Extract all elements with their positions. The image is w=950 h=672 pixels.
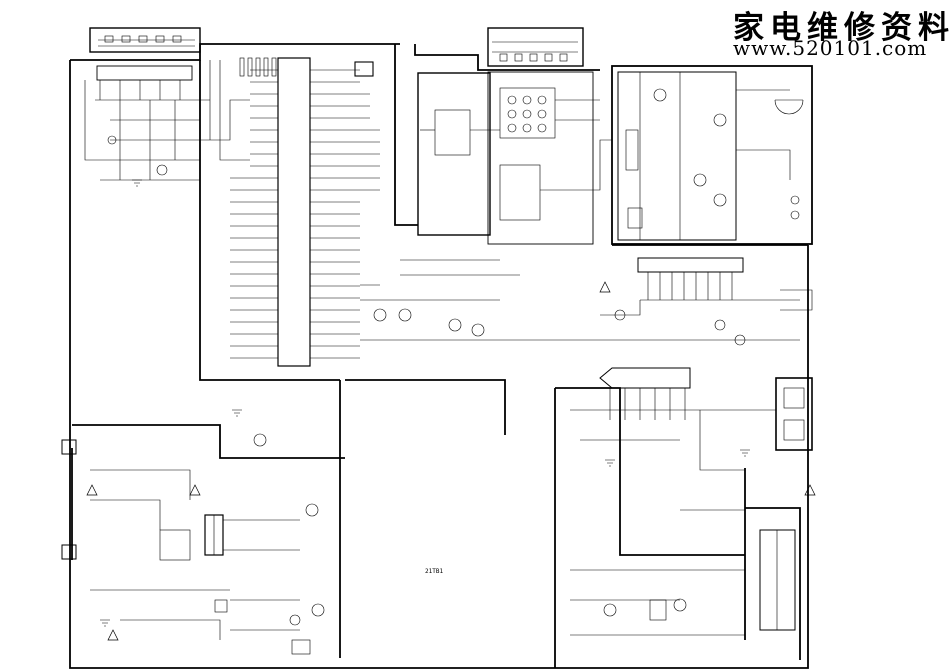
crt-board xyxy=(625,72,804,240)
main-ic xyxy=(230,57,380,367)
watermark-url: www.520101.com xyxy=(733,36,928,60)
connector-strip-right xyxy=(492,41,578,62)
av-switch-block xyxy=(420,87,612,221)
watermark-site-name: 家电维修资料网 xyxy=(733,10,950,46)
power-supply xyxy=(61,433,325,655)
connector-strip-left xyxy=(98,35,195,47)
resistor-bank xyxy=(239,57,374,77)
warning-icon xyxy=(86,281,816,641)
main-frame xyxy=(69,27,813,669)
tuner-section xyxy=(84,60,250,181)
vertical-output xyxy=(570,367,805,471)
horizontal-output xyxy=(570,509,796,636)
lot-pin-header xyxy=(500,257,813,346)
ground-symbols xyxy=(100,179,750,627)
signal-transistors xyxy=(360,259,520,341)
board-label: 21TB1 xyxy=(425,568,444,575)
